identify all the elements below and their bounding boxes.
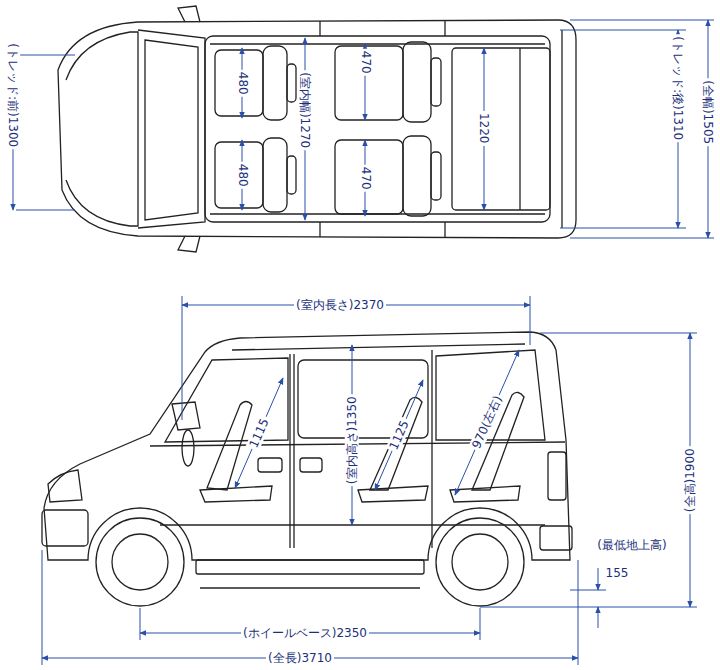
dimension-label: 480 <box>235 162 249 189</box>
mirror <box>172 402 200 430</box>
extension-line <box>570 590 606 591</box>
pillar <box>319 222 320 237</box>
cargo-line <box>519 48 520 210</box>
extension-line <box>530 296 531 345</box>
extension-line <box>540 333 697 334</box>
extension-line <box>140 608 141 640</box>
seat-cushion <box>215 142 263 208</box>
dimension-label: 155 <box>604 566 631 580</box>
pillar <box>444 21 445 36</box>
mirror <box>178 236 200 252</box>
dimension-line <box>455 350 519 495</box>
seat-cushion <box>335 46 403 120</box>
dimension-label: (全長)3710 <box>266 651 334 665</box>
rear-edge <box>561 30 562 228</box>
pillar <box>319 21 320 36</box>
headlight <box>48 470 82 502</box>
windshield-glass <box>145 40 198 220</box>
dimension-label: (ホイールベース)2350 <box>241 626 369 640</box>
headrest <box>287 156 296 194</box>
seat-back <box>403 136 431 216</box>
dimension-line <box>598 607 599 628</box>
extension-line <box>560 228 686 229</box>
dimension-label: 470 <box>358 49 372 76</box>
headrest <box>431 58 441 106</box>
door-handle <box>300 458 322 472</box>
extension-line <box>480 607 697 608</box>
dimension-line <box>235 378 283 488</box>
headrest <box>431 152 441 200</box>
extension-line <box>578 560 579 665</box>
seat <box>450 486 520 502</box>
side-step <box>196 560 424 574</box>
extension-line <box>560 30 686 31</box>
headrest <box>287 64 296 102</box>
dimension-lines <box>42 296 697 665</box>
hood <box>66 32 138 226</box>
wheel <box>96 518 184 606</box>
rear-bumper <box>540 526 572 550</box>
door-handle <box>258 458 282 472</box>
seat <box>358 486 428 502</box>
dimension-label: (トレッド:前)1300 <box>6 41 20 149</box>
dimension-label: 470 <box>358 165 372 192</box>
windshield <box>138 30 205 228</box>
cargo-floor <box>452 48 550 210</box>
roof-rail <box>232 344 525 350</box>
roof-rail <box>210 43 545 44</box>
dimension-label: 1220 <box>477 111 491 146</box>
pillar <box>444 222 445 237</box>
seat-back <box>263 46 287 120</box>
front-bumper <box>42 510 88 546</box>
seat-back <box>403 42 431 122</box>
dimension-label: 480 <box>235 70 249 97</box>
dimension-label: (全高)1900 <box>683 446 697 514</box>
seat-back <box>263 138 287 212</box>
roof <box>205 36 550 222</box>
dimension-line <box>375 380 423 490</box>
dimension-label: 1125 <box>385 416 412 453</box>
dimension-label: (トレッド:後)1310 <box>671 34 685 142</box>
door-line <box>289 354 290 548</box>
steering-wheel <box>182 430 194 466</box>
front-window <box>165 358 288 442</box>
dimension-label: (最低地上高) <box>595 538 668 552</box>
dimension-label: 970(左右) <box>468 392 506 453</box>
dimension-label: (室内長さ)2370 <box>294 298 386 312</box>
extension-line <box>570 20 714 21</box>
van-side-view <box>42 332 572 606</box>
extension-line <box>480 608 481 640</box>
wheel-rim <box>452 534 508 590</box>
extension-line <box>570 238 714 239</box>
extension-line <box>16 210 75 211</box>
dimension-label: (全幅)1505 <box>701 78 715 146</box>
seat-cushion <box>335 140 403 214</box>
dimension-line <box>598 568 599 590</box>
wheel <box>436 518 524 606</box>
extension-line <box>182 296 183 420</box>
dimension-label: (室内高さ)1350 <box>345 394 359 486</box>
underbody <box>200 587 420 588</box>
rear-lamp <box>548 452 566 500</box>
seat <box>370 397 422 490</box>
extension-line <box>42 550 43 665</box>
mirror <box>178 6 200 22</box>
dimension-label: (室内幅)1270 <box>298 70 312 150</box>
van-top-view <box>58 6 576 252</box>
dimension-lines <box>13 20 714 238</box>
seat-cushion <box>215 50 263 116</box>
extension-line <box>16 55 75 56</box>
body-outline <box>58 20 576 238</box>
door-line <box>431 350 432 548</box>
wheel-rim <box>112 534 168 590</box>
door-line <box>293 354 294 548</box>
body-outline <box>44 332 570 560</box>
seat <box>200 486 272 502</box>
dimension-label: 1115 <box>245 414 272 451</box>
